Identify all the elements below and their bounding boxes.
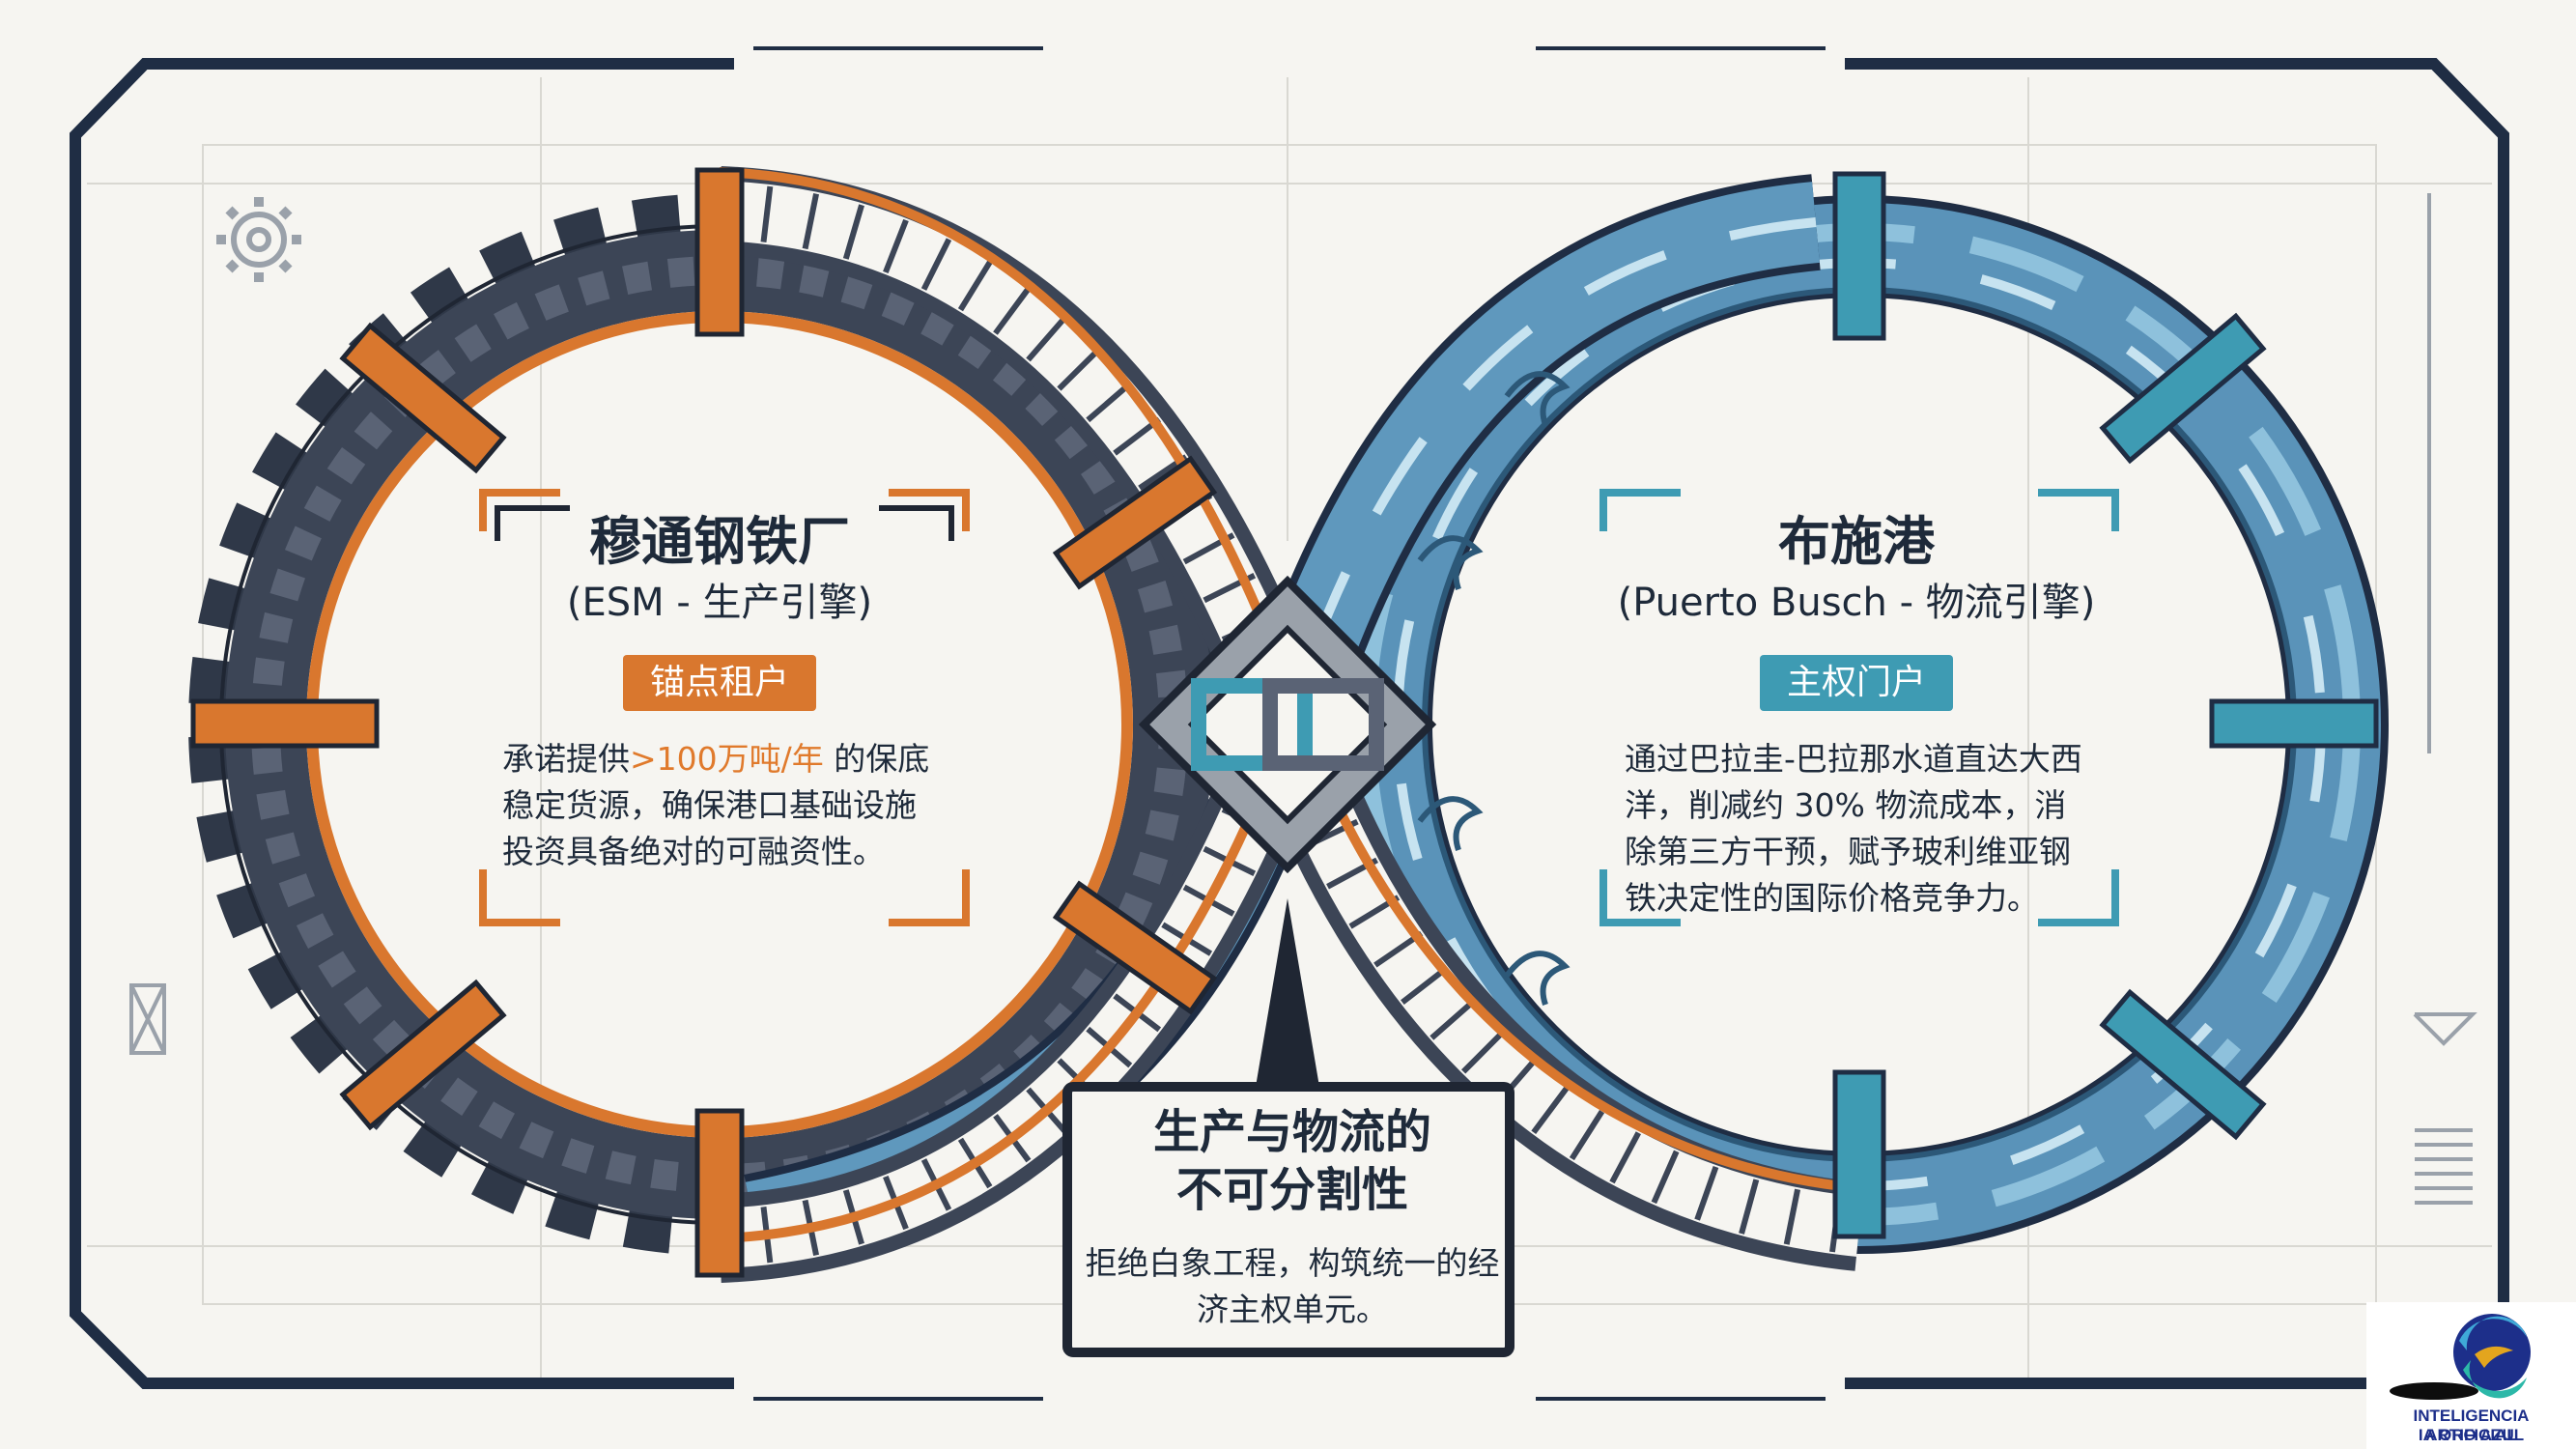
logo-caption-line2: IA ORO AZUL	[2418, 1426, 2525, 1444]
steel-plant-description: 承诺提供>100万吨/年 的保底稳定货源，确保港口基础设施投资具备绝对的可融资性…	[493, 736, 947, 875]
ia-oro-azul-logo: INTELIGENCIA ARTIFICIAL IA ORO AZUL	[2366, 1302, 2576, 1449]
desc-prefix: 承诺提供	[502, 740, 630, 778]
logo-caption-line1: INTELIGENCIA ARTIFICIAL	[2413, 1406, 2530, 1444]
right-panel-bracket	[1599, 489, 2119, 926]
outer-frame	[70, 58, 2509, 1389]
water-wave-icon	[1417, 371, 1571, 1006]
sovereign-gateway-badge: 主权门户	[1759, 655, 1953, 711]
steel-plant-panel: 穆通钢铁厂 (ESM - 生产引擎) 锚点租户 承诺提供>100万吨/年 的保底…	[493, 510, 947, 875]
port-description: 通过巴拉圭-巴拉那水道直达大西洋，削减约 30% 物流成本，消除第三方干预，赋予…	[1625, 740, 2082, 917]
desc-suffix: 的保底稳定货源，确保港口基础设施投资具备绝对的可融资性。	[502, 740, 930, 870]
center-description: 拒绝白象工程，构筑统一的经济主权单元。	[1085, 1244, 1500, 1328]
chain-link-icon	[1138, 575, 1437, 874]
blueprint-marks	[129, 193, 2477, 1205]
orange-clamps	[190, 167, 1218, 1278]
center-title-line2: 不可分割性	[1175, 1163, 1408, 1217]
gear-icon	[216, 197, 301, 282]
desc-highlight: >100万吨/年	[630, 740, 824, 778]
steel-plant-title: 穆通钢铁厂	[589, 511, 850, 572]
left-panel-bracket	[479, 489, 970, 926]
anchor-tenant-badge: 锚点租户	[622, 655, 816, 711]
port-panel: 布施港 (Puerto Busch - 物流引擎) 主权门户 通过巴拉圭-巴拉那…	[1615, 510, 2098, 922]
port-title: 布施港	[1778, 511, 1935, 572]
teal-clamps	[1832, 171, 2379, 1239]
frame-accents	[753, 46, 1826, 1401]
center-title-line1: 生产与物流的	[1152, 1105, 1431, 1159]
center-callout	[1062, 898, 1514, 1357]
logo-mark-icon	[2390, 1314, 2531, 1400]
port-subtitle: (Puerto Busch - 物流引擎)	[1617, 581, 2096, 625]
truss-diagonal-lower	[718, 709, 1330, 1283]
center-callout-text: 生产与物流的 不可分割性 拒绝白象工程，构筑统一的经济主权单元。	[1070, 1103, 1514, 1333]
left-panel-bracket-inner	[495, 505, 954, 541]
steel-plant-subtitle: (ESM - 生产引擎)	[566, 581, 873, 625]
